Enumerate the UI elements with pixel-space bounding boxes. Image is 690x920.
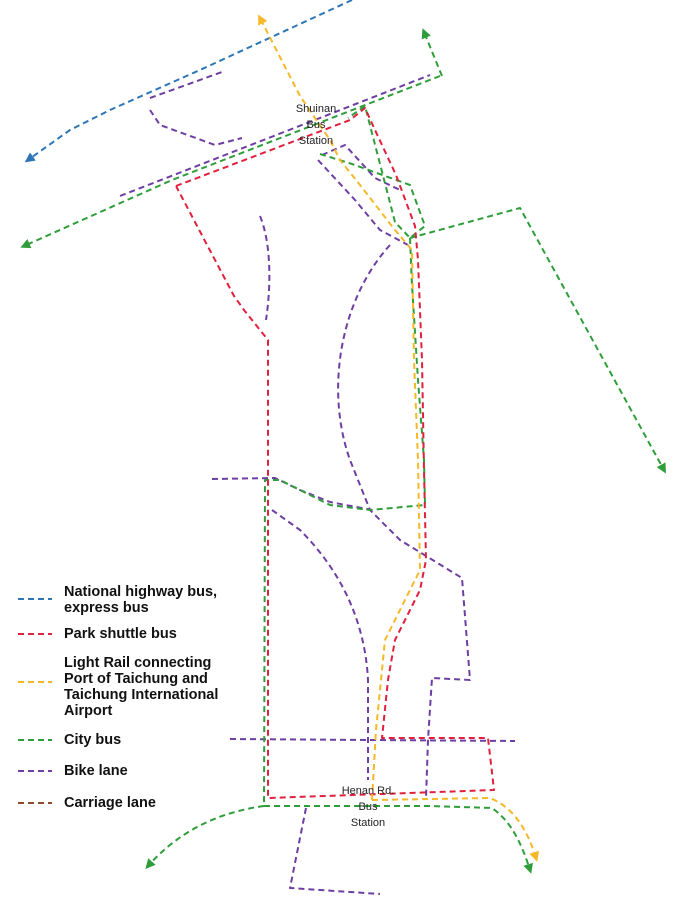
light-rail-south [371, 797, 540, 862]
legend-item-rail: Light Rail connecting Port of Taichung a… [18, 655, 218, 719]
legend-label-line: Bike lane [64, 763, 128, 779]
legend-label-line: National highway bus, [64, 584, 217, 600]
legend-label-line: City bus [64, 732, 121, 748]
bike-lane-east-arc [337, 244, 471, 799]
light-rail-routes [258, 14, 540, 862]
legend-item-shuttle: Park shuttle bus [18, 626, 177, 642]
legend-item-highway: National highway bus, express bus [18, 584, 217, 616]
legend-label-line: Port of Taichung and [64, 671, 208, 687]
legend-label-line: Carriage lane [64, 795, 156, 811]
park-shuttle-route [175, 107, 495, 799]
station-label-line: Henan Rd. [342, 785, 395, 797]
bike-lane-shuinan-link [321, 144, 401, 191]
shuinan-bus-station: Shuinan Bus Station [296, 103, 336, 147]
legend-label-line: Park shuttle bus [64, 626, 177, 642]
bike-lane-west-spine [259, 215, 271, 321]
highway-bus-route [24, 0, 353, 163]
city-bus-central [263, 237, 426, 807]
station-label-line: Station [351, 817, 385, 829]
city-bus-southwest [145, 805, 265, 869]
legend-label-line: Taichung International [64, 687, 218, 703]
city-bus-station-loop [319, 105, 426, 239]
legend-item-city: City bus [18, 732, 121, 748]
bike-lane-southwest [289, 807, 381, 895]
city-bus-east [409, 207, 666, 474]
legend-item-bike: Bike lane [18, 763, 128, 779]
henan-rd-bus-station: Henan Rd. Bus Station [342, 785, 395, 829]
bike-lane-north-loop [149, 71, 243, 146]
bike-lane-station-branch [317, 159, 409, 246]
bike-lane-north-diagonal [119, 74, 431, 197]
bike-lane-south-arc [271, 509, 369, 780]
city-bus-north [421, 28, 443, 77]
highway-bus-routes [24, 0, 353, 163]
station-label-line: Station [299, 135, 333, 147]
legend-item-carriage: Carriage lane [18, 795, 156, 811]
light-rail-route [258, 14, 421, 801]
legend-label-line: express bus [64, 600, 149, 616]
city-bus-routes [20, 28, 666, 874]
station-label-line: Shuinan [296, 103, 336, 115]
station-label-line: Bus [307, 119, 326, 131]
city-bus-south [264, 805, 533, 874]
city-bus-northwest [20, 75, 441, 249]
station-label-line: Bus [359, 801, 378, 813]
bike-lane-central-cross [211, 477, 373, 511]
legend-label-line: Airport [64, 703, 113, 719]
bike-lane-routes [119, 71, 516, 895]
park-shuttle-routes [175, 107, 495, 799]
legend-label-line: Light Rail connecting [64, 655, 211, 671]
legend: National highway bus, express bus Park s… [18, 584, 218, 811]
bike-lane-south-cross [229, 738, 516, 742]
